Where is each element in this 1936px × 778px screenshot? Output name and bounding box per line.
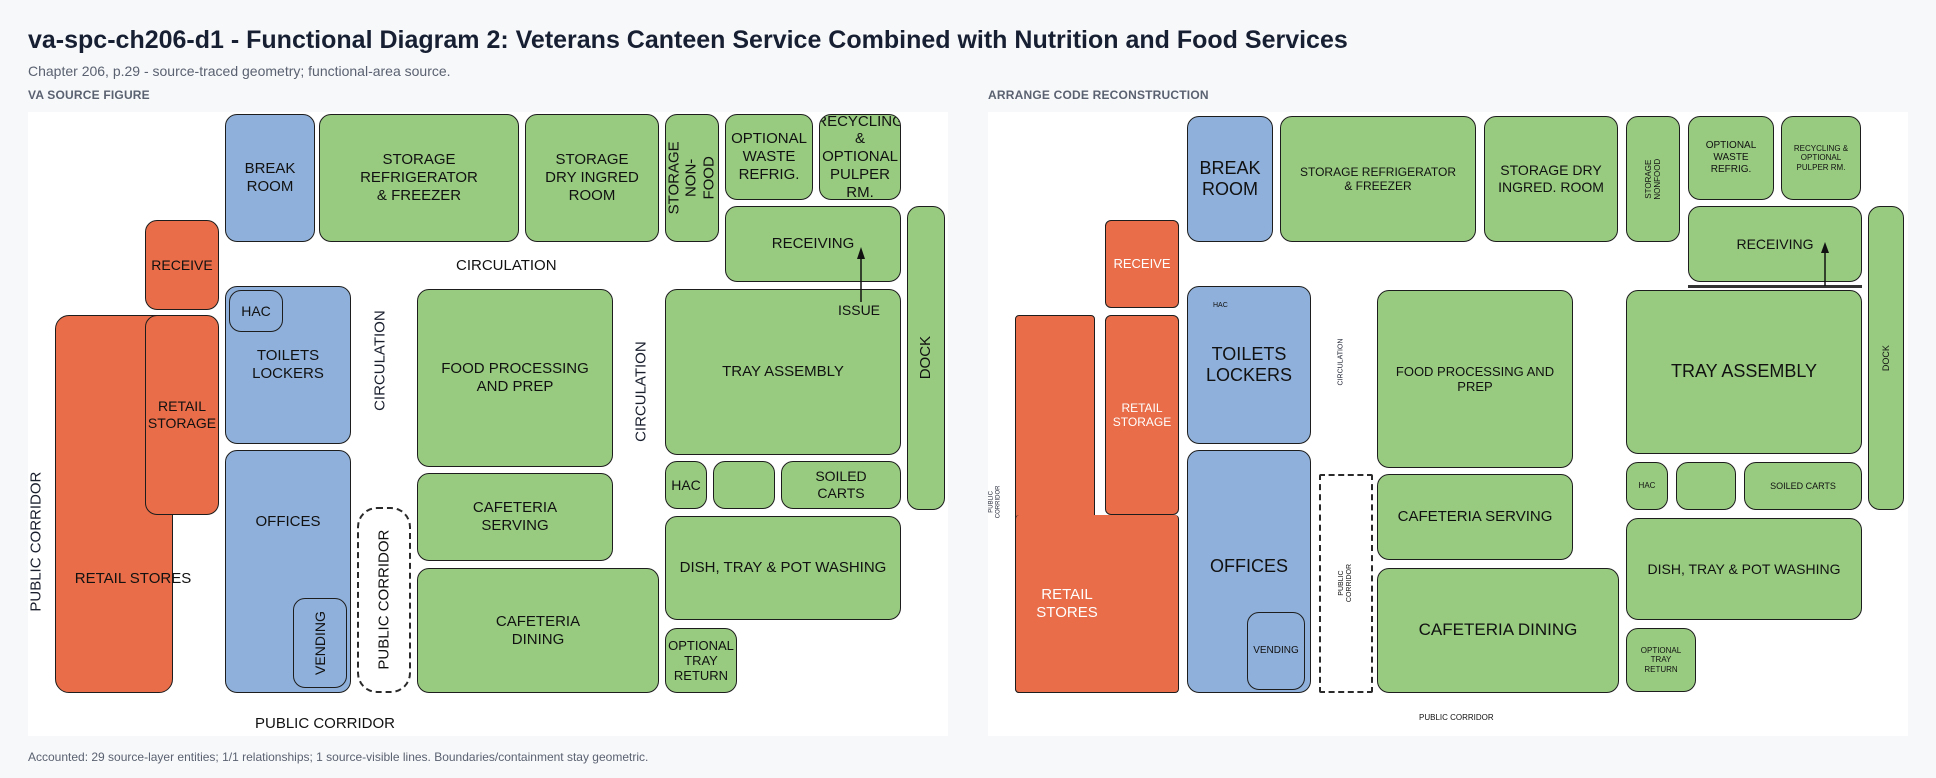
recon-storage-nonfood: STORAGE NONFOOD	[1626, 116, 1680, 242]
recon-break-room-label: BREAK ROOM	[1199, 157, 1261, 199]
recon-optional-waste-label: OPTIONAL WASTE REFRIG.	[1705, 140, 1757, 175]
page-subtitle: Chapter 206, p.29 - source-traced geomet…	[28, 63, 451, 79]
issue-label: ISSUE	[838, 302, 881, 318]
recon-dock: DOCK	[1868, 206, 1904, 510]
recon-retail-stores: RETAIL STORES	[1015, 515, 1179, 693]
receiving: RECEIVING	[725, 206, 901, 282]
cafeteria-serving-label: CAFETERIA SERVING	[472, 499, 558, 534]
recycling-pulper-rm: RECYCLING & OPTIONAL PULPER RM.	[819, 114, 901, 200]
tray-assembly-label: TRAY ASSEMBLY	[722, 363, 844, 381]
hac-kitchen-label: HAC	[671, 476, 701, 493]
receive: RECEIVE	[145, 220, 219, 310]
recon-retail-storage: RETAIL STORAGE	[1105, 315, 1179, 515]
optional-tray-return: OPTIONAL TRAY RETURN	[665, 628, 737, 693]
recon-soiled-carts: SOILED CARTS	[1744, 462, 1862, 510]
recon-vending: VENDING	[1247, 612, 1305, 690]
food-processing-prep: FOOD PROCESSING AND PREP	[417, 289, 613, 467]
dish-tray-pot-washing-label: DISH, TRAY & POT WASHING	[679, 559, 887, 577]
public-corridor-bottom-label: PUBLIC CORRIDOR	[255, 715, 396, 732]
recon-food-processing: FOOD PROCESSING AND PREP	[1377, 290, 1573, 468]
recon-hac-kitchen: HAC	[1626, 462, 1668, 510]
circulation-label-top: CIRCULATION	[456, 257, 557, 274]
recon-retail-storage-label: RETAIL STORAGE	[1112, 400, 1172, 429]
recon-panel-label: ARRANGE CODE RECONSTRUCTION	[988, 88, 1209, 102]
source-panel-label: VA SOURCE FIGURE	[28, 88, 150, 102]
recon-cafeteria-serving: CAFETERIA SERVING	[1377, 474, 1573, 560]
soiled-carts-label: SOILED CARTS	[815, 468, 867, 501]
recon-optional-tray-return-label: OPTIONAL TRAY RETURN	[1640, 645, 1682, 674]
storage-dry-ingred-room-label: STORAGE DRY INGRED ROOM	[545, 151, 639, 204]
hac-toilets-label: HAC	[241, 302, 271, 319]
recon-tray-assembly-label: TRAY ASSEMBLY	[1670, 361, 1818, 382]
recon-cafeteria-serving-label: CAFETERIA SERVING	[1397, 508, 1553, 526]
recon-recycling-label: RECYCLING & OPTIONAL PULPER RM.	[1793, 143, 1849, 172]
recon-public-corridor-inner: PUBLIC CORRIDOR	[1319, 474, 1373, 693]
retail-storage: RETAIL STORAGE	[145, 315, 219, 515]
recon-food-processing-label: FOOD PROCESSING AND PREP	[1395, 363, 1555, 394]
retail-storage-label: RETAIL STORAGE	[147, 398, 217, 431]
recon-storage-dry-label: STORAGE DRY INGRED. ROOM	[1498, 162, 1604, 195]
storage-refrigerator-freezer: STORAGE REFRIGERATOR & FREEZER	[319, 114, 519, 242]
recon-toilets-lockers: TOILETS LOCKERS	[1187, 286, 1311, 444]
recon-dish-washing-label: DISH, TRAY & POT WASHING	[1647, 560, 1841, 577]
recon-dish-washing: DISH, TRAY & POT WASHING	[1626, 518, 1862, 620]
vending: VENDING	[293, 598, 347, 688]
public-corridor-inner: PUBLIC CORRIDOR	[357, 507, 411, 693]
recon-receive-label: RECEIVE	[1113, 256, 1171, 272]
recon-vending-label: VENDING	[1253, 645, 1299, 657]
recon-unlabeled-room	[1676, 462, 1736, 510]
recon-receiving: RECEIVING	[1688, 206, 1862, 282]
tray-assembly: TRAY ASSEMBLY	[665, 289, 901, 455]
food-processing-prep-label: FOOD PROCESSING AND PREP	[441, 360, 589, 395]
storage-non-food: STORAGE NON-FOOD	[665, 114, 719, 242]
soiled-carts: SOILED CARTS	[781, 461, 901, 509]
cafeteria-serving: CAFETERIA SERVING	[417, 473, 613, 561]
recon-soiled-carts-label: SOILED CARTS	[1770, 480, 1836, 491]
cafeteria-dining: CAFETERIA DINING	[417, 568, 659, 693]
source-figure-panel: RETAIL STORES BREAK ROOM STORAGE REFRIGE…	[28, 112, 948, 736]
hac-kitchen: HAC	[665, 461, 707, 509]
storage-dry-ingred-room: STORAGE DRY INGRED ROOM	[525, 114, 659, 242]
optional-waste-refrig: OPTIONAL WASTE REFRIG.	[725, 114, 813, 200]
recon-receive: RECEIVE	[1105, 220, 1179, 308]
recon-hac-kitchen-label: HAC	[1638, 481, 1656, 491]
recon-storage-dry: STORAGE DRY INGRED. ROOM	[1484, 116, 1618, 242]
retail-stores-label: RETAIL STORES	[74, 570, 192, 587]
recon-public-corridor-bottom-label: PUBLIC CORRIDOR	[1419, 713, 1494, 722]
offices-label: OFFICES	[255, 512, 321, 530]
recycling-pulper-rm-label: RECYCLING & OPTIONAL PULPER RM.	[819, 114, 901, 200]
storage-refrigerator-freezer-label: STORAGE REFRIGERATOR & FREEZER	[360, 151, 478, 204]
recon-receiving-label: RECEIVING	[1736, 235, 1814, 252]
footer-note: Accounted: 29 source-layer entities; 1/1…	[28, 750, 649, 764]
optional-waste-refrig-label: OPTIONAL WASTE REFRIG.	[731, 130, 807, 183]
recon-retail-stores-label: RETAIL STORES	[1036, 585, 1098, 621]
recon-optional-waste: OPTIONAL WASTE REFRIG.	[1688, 116, 1774, 200]
unlabeled-room	[713, 461, 775, 509]
break-room: BREAK ROOM	[225, 114, 315, 242]
recon-cafeteria-dining: CAFETERIA DINING	[1377, 568, 1619, 693]
recon-panel: RETAIL STORES BREAK ROOM STORAGE REFRIGE…	[988, 112, 1908, 736]
recon-hac-toilets-label: HAC	[1213, 302, 1228, 309]
recon-storage-refrigerator-freezer: STORAGE REFRIGERATOR & FREEZER	[1280, 116, 1476, 242]
recon-recycling: RECYCLING & OPTIONAL PULPER RM.	[1781, 116, 1861, 200]
recon-offices-label: OFFICES	[1209, 555, 1288, 576]
recon-toilets-lockers-label: TOILETS LOCKERS	[1205, 343, 1293, 385]
recon-cafeteria-dining-label: CAFETERIA DINING	[1418, 620, 1578, 640]
dish-tray-pot-washing: DISH, TRAY & POT WASHING	[665, 516, 901, 620]
page-title: va-spc-ch206-d1 - Functional Diagram 2: …	[28, 26, 1348, 54]
dock: DOCK	[907, 206, 945, 510]
recon-issue-arrow	[1688, 242, 1862, 288]
recon-break-room: BREAK ROOM	[1187, 116, 1273, 242]
optional-tray-return-label: OPTIONAL TRAY RETURN	[668, 637, 734, 684]
receive-label: RECEIVE	[151, 256, 213, 273]
issue-arrow	[857, 247, 865, 302]
cafeteria-dining-label: CAFETERIA DINING	[495, 612, 581, 648]
toilets-lockers-label: TOILETS LOCKERS	[252, 347, 324, 382]
recon-tray-assembly: TRAY ASSEMBLY	[1626, 290, 1862, 454]
recon-optional-tray-return: OPTIONAL TRAY RETURN	[1626, 628, 1696, 692]
receiving-label: RECEIVING	[771, 235, 855, 253]
break-room-label: BREAK ROOM	[244, 160, 296, 195]
recon-storage-refrigerator-freezer-label: STORAGE REFRIGERATOR & FREEZER	[1299, 164, 1457, 193]
hac-toilets: HAC	[229, 290, 283, 332]
